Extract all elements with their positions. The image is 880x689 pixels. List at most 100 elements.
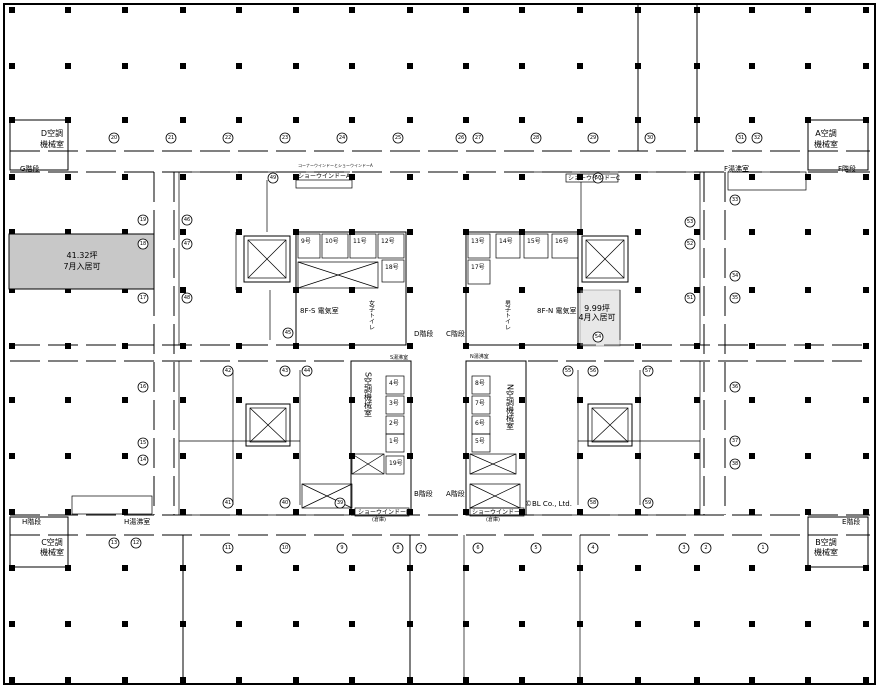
building-cores — [295, 173, 619, 517]
column-marker-label: 1 — [761, 545, 764, 551]
column-dot — [577, 117, 583, 123]
column-dot — [122, 397, 128, 403]
column-dot — [349, 621, 355, 627]
column-dot — [180, 397, 186, 403]
column-marker-33: 33 — [729, 194, 741, 206]
column-dot — [463, 7, 469, 13]
column-marker-label: 39 — [337, 500, 343, 506]
toilet-n: 男子トイレ — [504, 300, 511, 330]
column-dot — [463, 565, 469, 571]
column-dot — [65, 677, 71, 683]
column-marker-label: 28 — [533, 135, 539, 141]
room-14 — [495, 233, 521, 259]
column-dot — [293, 174, 299, 180]
column-dot — [65, 397, 71, 403]
outer-wall — [3, 3, 876, 685]
column-marker-46: 46 — [181, 214, 193, 226]
machine-room-d-line2: 機械室 — [40, 139, 64, 149]
column-dot — [694, 397, 700, 403]
show-window-note: コーナーウインドーとショーウインドーA — [298, 162, 373, 168]
column-marker-label: 12 — [133, 540, 139, 546]
column-marker-label: 43 — [282, 368, 288, 374]
column-dot — [65, 287, 71, 293]
column-dot — [293, 63, 299, 69]
column-marker-label: 56 — [590, 368, 596, 374]
column-marker-41: 41 — [222, 497, 234, 509]
column-marker-label: 24 — [339, 135, 345, 141]
column-dot — [407, 343, 413, 349]
column-dot — [749, 677, 755, 683]
shaft — [243, 235, 291, 283]
column-marker-28: 28 — [530, 132, 542, 144]
column-dot — [863, 621, 869, 627]
column-marker-label: 3 — [682, 545, 685, 551]
company-mark: ©BL Co., Ltd. — [525, 500, 572, 508]
column-dot — [805, 7, 811, 13]
column-dot — [122, 287, 128, 293]
column-dot — [9, 7, 15, 13]
column-dot — [122, 565, 128, 571]
column-marker-label: 6 — [476, 545, 479, 551]
column-marker-16: 16 — [137, 381, 149, 393]
column-marker-label: 25 — [395, 135, 401, 141]
column-dot — [65, 509, 71, 515]
column-dot — [236, 63, 242, 69]
room-11-label: 11号 — [353, 238, 367, 245]
room-13 — [467, 233, 491, 259]
room-9-label: 9号 — [301, 238, 311, 245]
column-dot — [577, 63, 583, 69]
column-marker-10: 10 — [279, 542, 291, 554]
column-dot — [694, 565, 700, 571]
column-marker-43: 43 — [279, 365, 291, 377]
column-dot — [805, 453, 811, 459]
column-marker-label: 42 — [225, 368, 231, 374]
machine-room-s: S空調機械室 — [364, 372, 373, 417]
column-dot — [519, 63, 525, 69]
column-dot — [805, 621, 811, 627]
column-marker-label: 15 — [140, 440, 146, 446]
room-s-core-2-label: 2号 — [389, 420, 399, 427]
column-marker-57: 57 — [642, 365, 654, 377]
column-dot — [236, 565, 242, 571]
column-dot — [122, 621, 128, 627]
column-marker-26: 26 — [455, 132, 467, 144]
column-dot — [293, 453, 299, 459]
room-s-core-1-label: 3号 — [389, 400, 399, 407]
column-dot — [349, 509, 355, 515]
column-marker-label: 51 — [687, 295, 693, 301]
column-dot — [236, 453, 242, 459]
column-marker-label: 35 — [732, 295, 738, 301]
column-dot — [577, 343, 583, 349]
column-dot — [65, 621, 71, 627]
room-s-core-4-label: 19号 — [389, 460, 403, 467]
partition-walls — [178, 4, 701, 684]
column-dot — [180, 229, 186, 235]
stair-c: C階段 — [446, 329, 465, 338]
column-marker-11: 11 — [222, 542, 234, 554]
column-dot — [749, 229, 755, 235]
column-marker-15: 15 — [137, 437, 149, 449]
room-n-core-1 — [471, 395, 491, 415]
column-marker-label: 38 — [732, 461, 738, 467]
column-dot — [9, 621, 15, 627]
column-dot — [349, 565, 355, 571]
column-dot — [463, 621, 469, 627]
column-marker-label: 52 — [687, 241, 693, 247]
column-dot — [9, 229, 15, 235]
column-dot — [293, 621, 299, 627]
column-dot — [236, 7, 242, 13]
column-marker-label: 49 — [270, 175, 276, 181]
column-marker-45: 45 — [282, 327, 294, 339]
column-marker-label: 21 — [168, 135, 174, 141]
column-dot — [577, 174, 583, 180]
column-marker-label: 5 — [534, 545, 537, 551]
corridor-lines — [10, 150, 870, 536]
column-dot — [519, 287, 525, 293]
column-dot — [694, 677, 700, 683]
column-marker-38: 38 — [729, 458, 741, 470]
kettle-f: F湯沸室 — [724, 164, 749, 173]
stair-e: E階段 — [842, 517, 860, 526]
column-marker-23: 23 — [279, 132, 291, 144]
column-marker-label: 30 — [647, 135, 653, 141]
